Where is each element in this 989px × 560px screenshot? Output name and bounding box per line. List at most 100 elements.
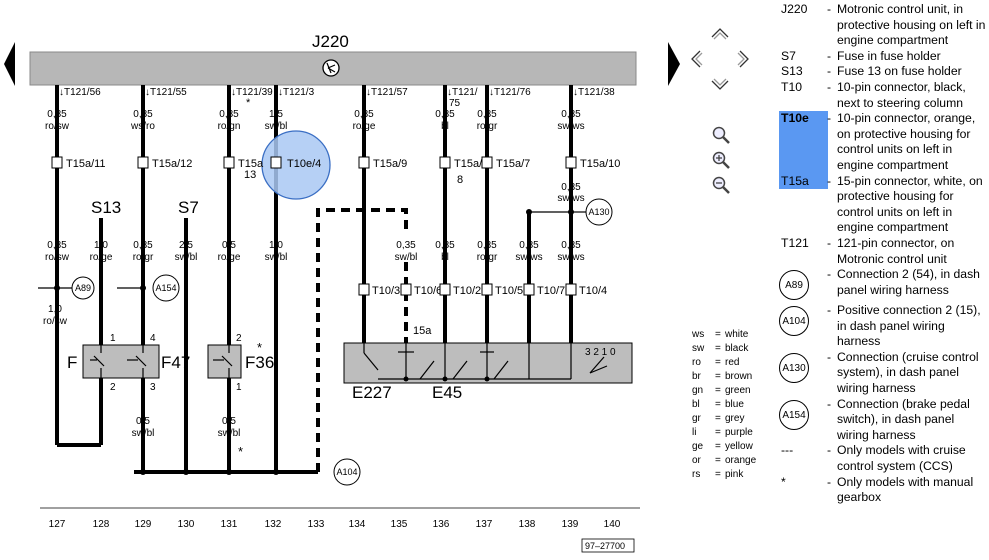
svg-text:ro/ge: ro/ge [353,121,376,132]
svg-text:138: 138 [519,519,536,530]
zoom-icon[interactable] [712,126,730,144]
bubble-a89: A89 [71,276,95,300]
svg-text:sw/bl: sw/bl [265,252,288,263]
svg-text:F36: F36 [245,353,274,372]
svg-text:sw: sw [692,343,705,354]
j220-label: J220 [312,32,349,51]
track-numbers: 127 128 129 130 131 132 133 134 135 136 … [49,519,621,530]
svg-text:0,5: 0,5 [136,416,150,427]
svg-text:F: F [67,353,77,372]
svg-text:T15a/: T15a/ [454,158,483,170]
svg-text:*: * [257,340,262,355]
svg-text:sw/ws: sw/ws [557,193,584,204]
svg-text:129: 129 [135,519,152,530]
wire-labels-bottom: 0,5sw/bl 0,5sw/bl [132,416,241,439]
svg-text:0,35: 0,35 [219,109,239,120]
svg-text:red: red [725,357,739,368]
svg-text:T10e/4: T10e/4 [287,158,321,170]
svg-text:T15a: T15a [238,158,264,170]
svg-text:brown: brown [725,371,752,382]
svg-text:sw/ws: sw/ws [557,121,584,132]
svg-text:0,5: 0,5 [222,416,236,427]
pan-up-icon[interactable] [711,28,729,40]
svg-text:black: black [725,343,749,354]
switch-f36: F36 * 2 1 [207,333,274,393]
svg-text:rs: rs [692,469,700,480]
legend-item: S7-Fuse in fuse holder [781,48,941,63]
zoom-out-icon[interactable] [712,176,730,194]
svg-text:br: br [692,371,702,382]
svg-text:↓T121/57: ↓T121/57 [366,87,408,98]
fuse-s7: S7 [178,198,199,217]
svg-text:2: 2 [236,333,242,344]
svg-text:0,35: 0,35 [561,182,581,193]
svg-text:or: or [692,455,702,466]
svg-text:1,0: 1,0 [94,240,108,251]
pan-down-icon[interactable] [711,78,729,90]
svg-text:T10/6: T10/6 [414,285,442,297]
svg-text:0,35: 0,35 [477,240,497,251]
nav-left-icon[interactable] [4,42,15,86]
svg-text:F47: F47 [161,353,190,372]
svg-text:pink: pink [725,469,744,480]
svg-text:A130: A130 [588,207,609,217]
legend-item: ----Only models with cruise control syst… [781,443,966,474]
svg-text:sw/bl: sw/bl [265,121,288,132]
svg-text:ws/ro: ws/ro [130,121,155,132]
svg-text:T10/4: T10/4 [579,285,607,297]
svg-text:=: = [715,371,721,382]
fuse-s13: S13 [91,198,121,217]
svg-text:4: 4 [150,333,156,344]
svg-text:130: 130 [178,519,195,530]
svg-text:↓T121/39: ↓T121/39 [231,87,273,98]
svg-text:1: 1 [236,382,242,393]
svg-text:T10/3: T10/3 [372,285,400,297]
svg-text:A89: A89 [75,283,91,293]
svg-text:li: li [692,427,696,438]
svg-text:ro/ge: ro/ge [218,252,241,263]
svg-text:gn: gn [692,385,703,396]
zoom-in-icon[interactable] [712,151,730,169]
svg-text:sw/ws: sw/ws [515,252,542,263]
svg-text:0,35: 0,35 [133,109,153,120]
svg-text:A104: A104 [336,467,357,477]
svg-text:128: 128 [93,519,110,530]
nav-right-icon[interactable] [668,42,680,86]
svg-text:=: = [715,413,721,424]
svg-text:↓T121/: ↓T121/ [447,87,478,98]
svg-text:T15a/10: T15a/10 [580,158,620,170]
svg-text:=: = [715,399,721,410]
component-e45: E45 [432,383,462,402]
svg-text:1: 1 [110,333,116,344]
svg-text:yellow: yellow [725,441,754,452]
legend-item: A154-Connection (brake pedal switch), in… [779,397,987,444]
svg-text:0,35: 0,35 [477,109,497,120]
top-pins: ↓T121/56 ↓T121/55 ↓T121/39 * ↓T121/3 ↓T1… [59,87,615,109]
svg-text:=: = [715,357,721,368]
svg-text:purple: purple [725,427,753,438]
svg-text:sw/bl: sw/bl [132,428,155,439]
pan-right-icon[interactable] [737,50,749,68]
svg-text:0,35: 0,35 [396,240,416,251]
svg-text:=: = [715,343,721,354]
component-e227: E227 [352,383,392,402]
svg-text:T15a/12: T15a/12 [152,158,192,170]
svg-text:0,35: 0,35 [47,109,67,120]
svg-text:0,35: 0,35 [133,240,153,251]
svg-text:=: = [715,329,721,340]
legend-item: A130-Connection (cruise control system),… [779,350,987,397]
legend-item: A89-Connection 2 (54), in dash panel wir… [779,267,987,303]
pan-left-icon[interactable] [691,50,703,68]
svg-text:75: 75 [449,98,461,109]
bubble-a104: A104 [333,458,361,486]
svg-text:sw/bl: sw/bl [218,428,241,439]
svg-text:2: 2 [110,382,116,393]
svg-text:↓T121/76: ↓T121/76 [489,87,531,98]
svg-text:T15a/11: T15a/11 [66,158,106,170]
svg-text:orange: orange [725,455,757,466]
svg-text:ws: ws [691,329,704,340]
svg-text:=: = [715,427,721,438]
